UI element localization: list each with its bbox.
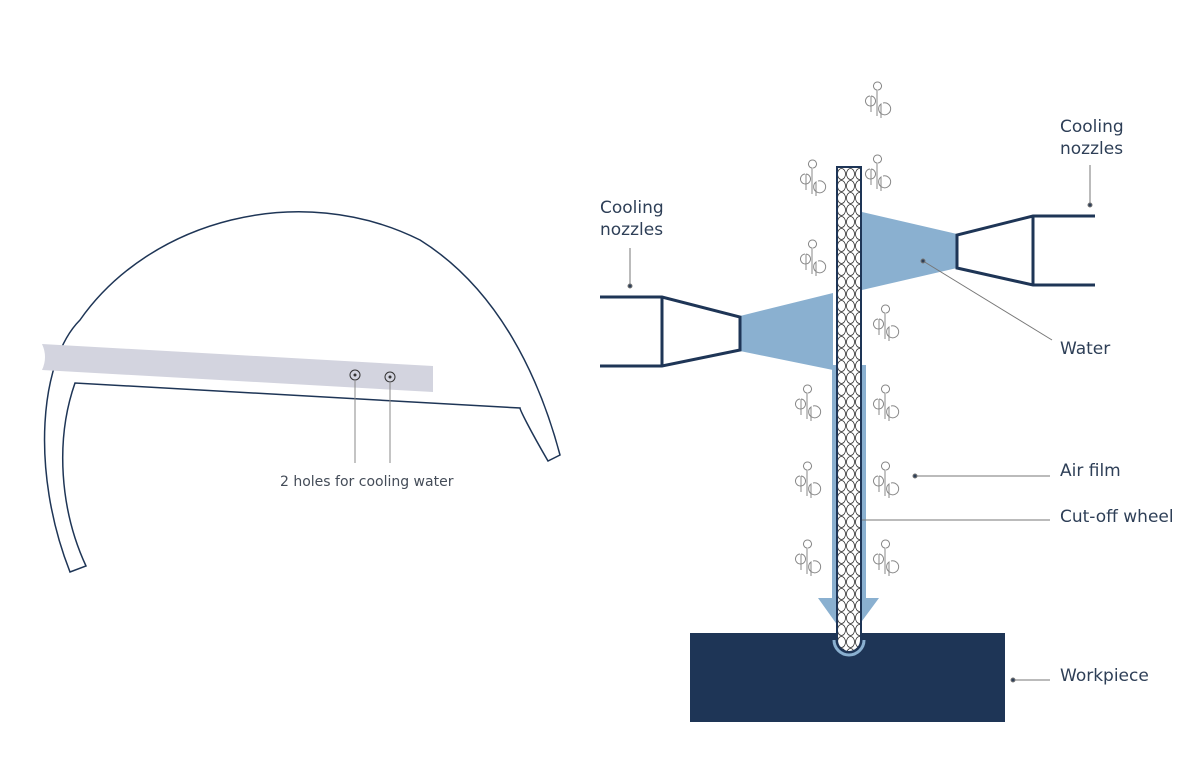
air-film-label: Air film — [1060, 461, 1121, 481]
workpiece-label: Workpiece — [1060, 666, 1149, 686]
cooling-nozzle-left — [600, 295, 742, 368]
cut-off-wheel-label: Cut-off wheel — [1060, 507, 1174, 527]
leader-lines — [627, 165, 1093, 683]
holes-label: 2 holes for cooling water — [280, 474, 454, 490]
cooling-pipe — [42, 344, 433, 392]
wheel-guard — [42, 211, 561, 573]
water-label: Water — [1060, 339, 1111, 359]
cooling-nozzle-right — [955, 214, 1095, 287]
cooling-nozzles-left-label: Cooling nozzles — [600, 198, 664, 240]
cooling-nozzles-right-label: Cooling nozzles — [1060, 117, 1124, 159]
cut-off-wheel — [836, 166, 862, 653]
